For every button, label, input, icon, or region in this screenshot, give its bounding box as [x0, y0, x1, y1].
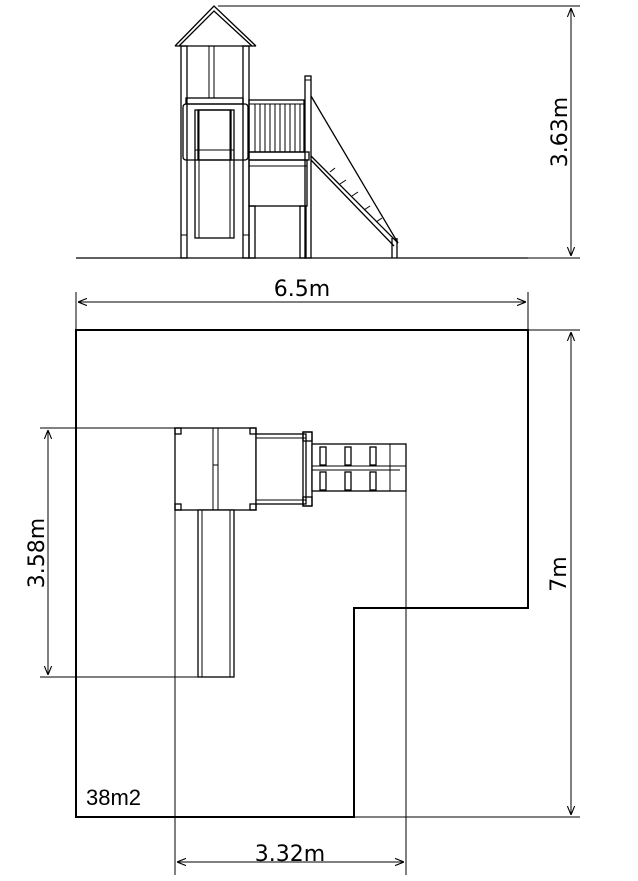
bridge-section — [248, 99, 310, 259]
tower-roof — [174, 5, 257, 47]
tower-posts — [180, 45, 250, 259]
tower-platform — [182, 97, 249, 161]
safety-zone-outline — [75, 329, 529, 818]
cutout-width-label: 3.32m — [255, 842, 325, 867]
height-dimension — [218, 5, 580, 259]
ladder-plan — [311, 443, 407, 492]
elevation-height-label: 3.63m — [548, 97, 573, 167]
elevation-view: 3.63m — [76, 5, 580, 259]
total-width-label: 6.5m — [274, 277, 330, 302]
structure-depth-label: 3.58m — [25, 518, 50, 588]
tower-platform-plan — [174, 427, 257, 511]
ladder — [304, 75, 399, 259]
depth-dimension — [354, 329, 580, 818]
plan-view: 6.5m 7m 3.58m 3.32m — [25, 277, 580, 875]
area-label: 38m2 — [86, 785, 141, 810]
width-dimension — [75, 292, 529, 330]
structure-depth-dimension — [40, 427, 198, 678]
total-depth-label: 7m — [547, 556, 572, 591]
slide-plan — [197, 509, 235, 678]
slide-front — [194, 109, 235, 239]
bridge-plan — [255, 431, 313, 507]
